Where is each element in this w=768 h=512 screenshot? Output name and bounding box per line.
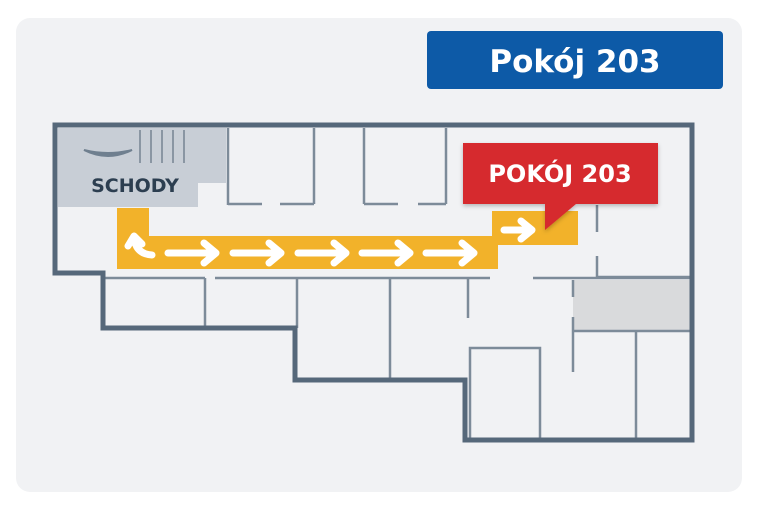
banner-title: Pokój 203 xyxy=(489,44,660,80)
stairs-curve-icon xyxy=(83,149,133,157)
arrow-right-icon xyxy=(358,239,414,267)
arrow-right-icon xyxy=(422,239,478,267)
stairs-icon xyxy=(139,130,185,163)
arrow-right-icon xyxy=(294,239,350,267)
interior-walls xyxy=(105,128,690,440)
callout-label: POKÓJ 203 xyxy=(488,158,631,188)
stairs-label: SCHODY xyxy=(91,175,179,197)
arrow-right-icon xyxy=(500,217,536,243)
turn-arrow-icon xyxy=(124,232,156,259)
arrow-right-icon xyxy=(164,239,220,267)
route-arrows xyxy=(124,217,536,267)
outer-wall xyxy=(52,122,695,443)
arrow-right-icon xyxy=(229,239,285,267)
room-banner xyxy=(427,31,723,89)
room-callout xyxy=(463,143,658,230)
gray-room xyxy=(573,280,690,331)
